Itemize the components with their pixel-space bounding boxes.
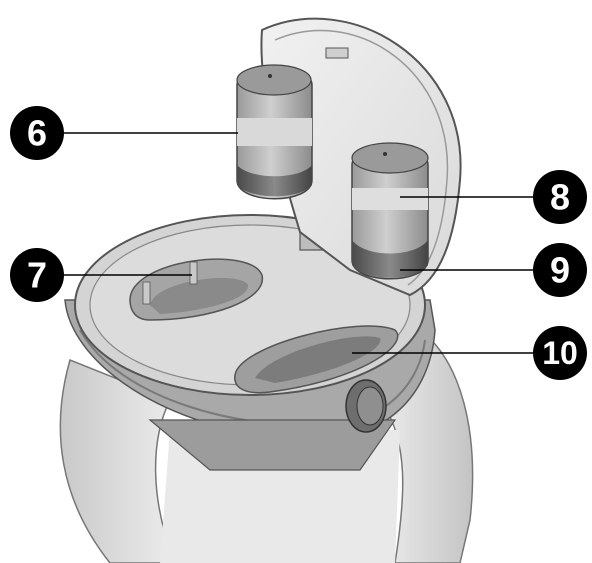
- svg-text:6: 6: [27, 113, 47, 154]
- watch-crown: [345, 379, 387, 433]
- earbud-right: [351, 142, 429, 280]
- leader-lines: [64, 132, 533, 354]
- callout-8: 8: [533, 170, 587, 224]
- callout-6: 6: [10, 106, 64, 160]
- earbud-left: [236, 64, 313, 200]
- callout-10: 10: [533, 326, 587, 380]
- callout-9: 9: [533, 243, 587, 297]
- svg-text:7: 7: [27, 255, 47, 296]
- svg-text:8: 8: [550, 177, 570, 218]
- charging-contacts-left: [142, 261, 198, 305]
- svg-text:9: 9: [550, 250, 570, 291]
- svg-text:10: 10: [542, 335, 578, 371]
- callout-7: 7: [10, 248, 64, 302]
- lid-magnet-slot: [325, 47, 349, 59]
